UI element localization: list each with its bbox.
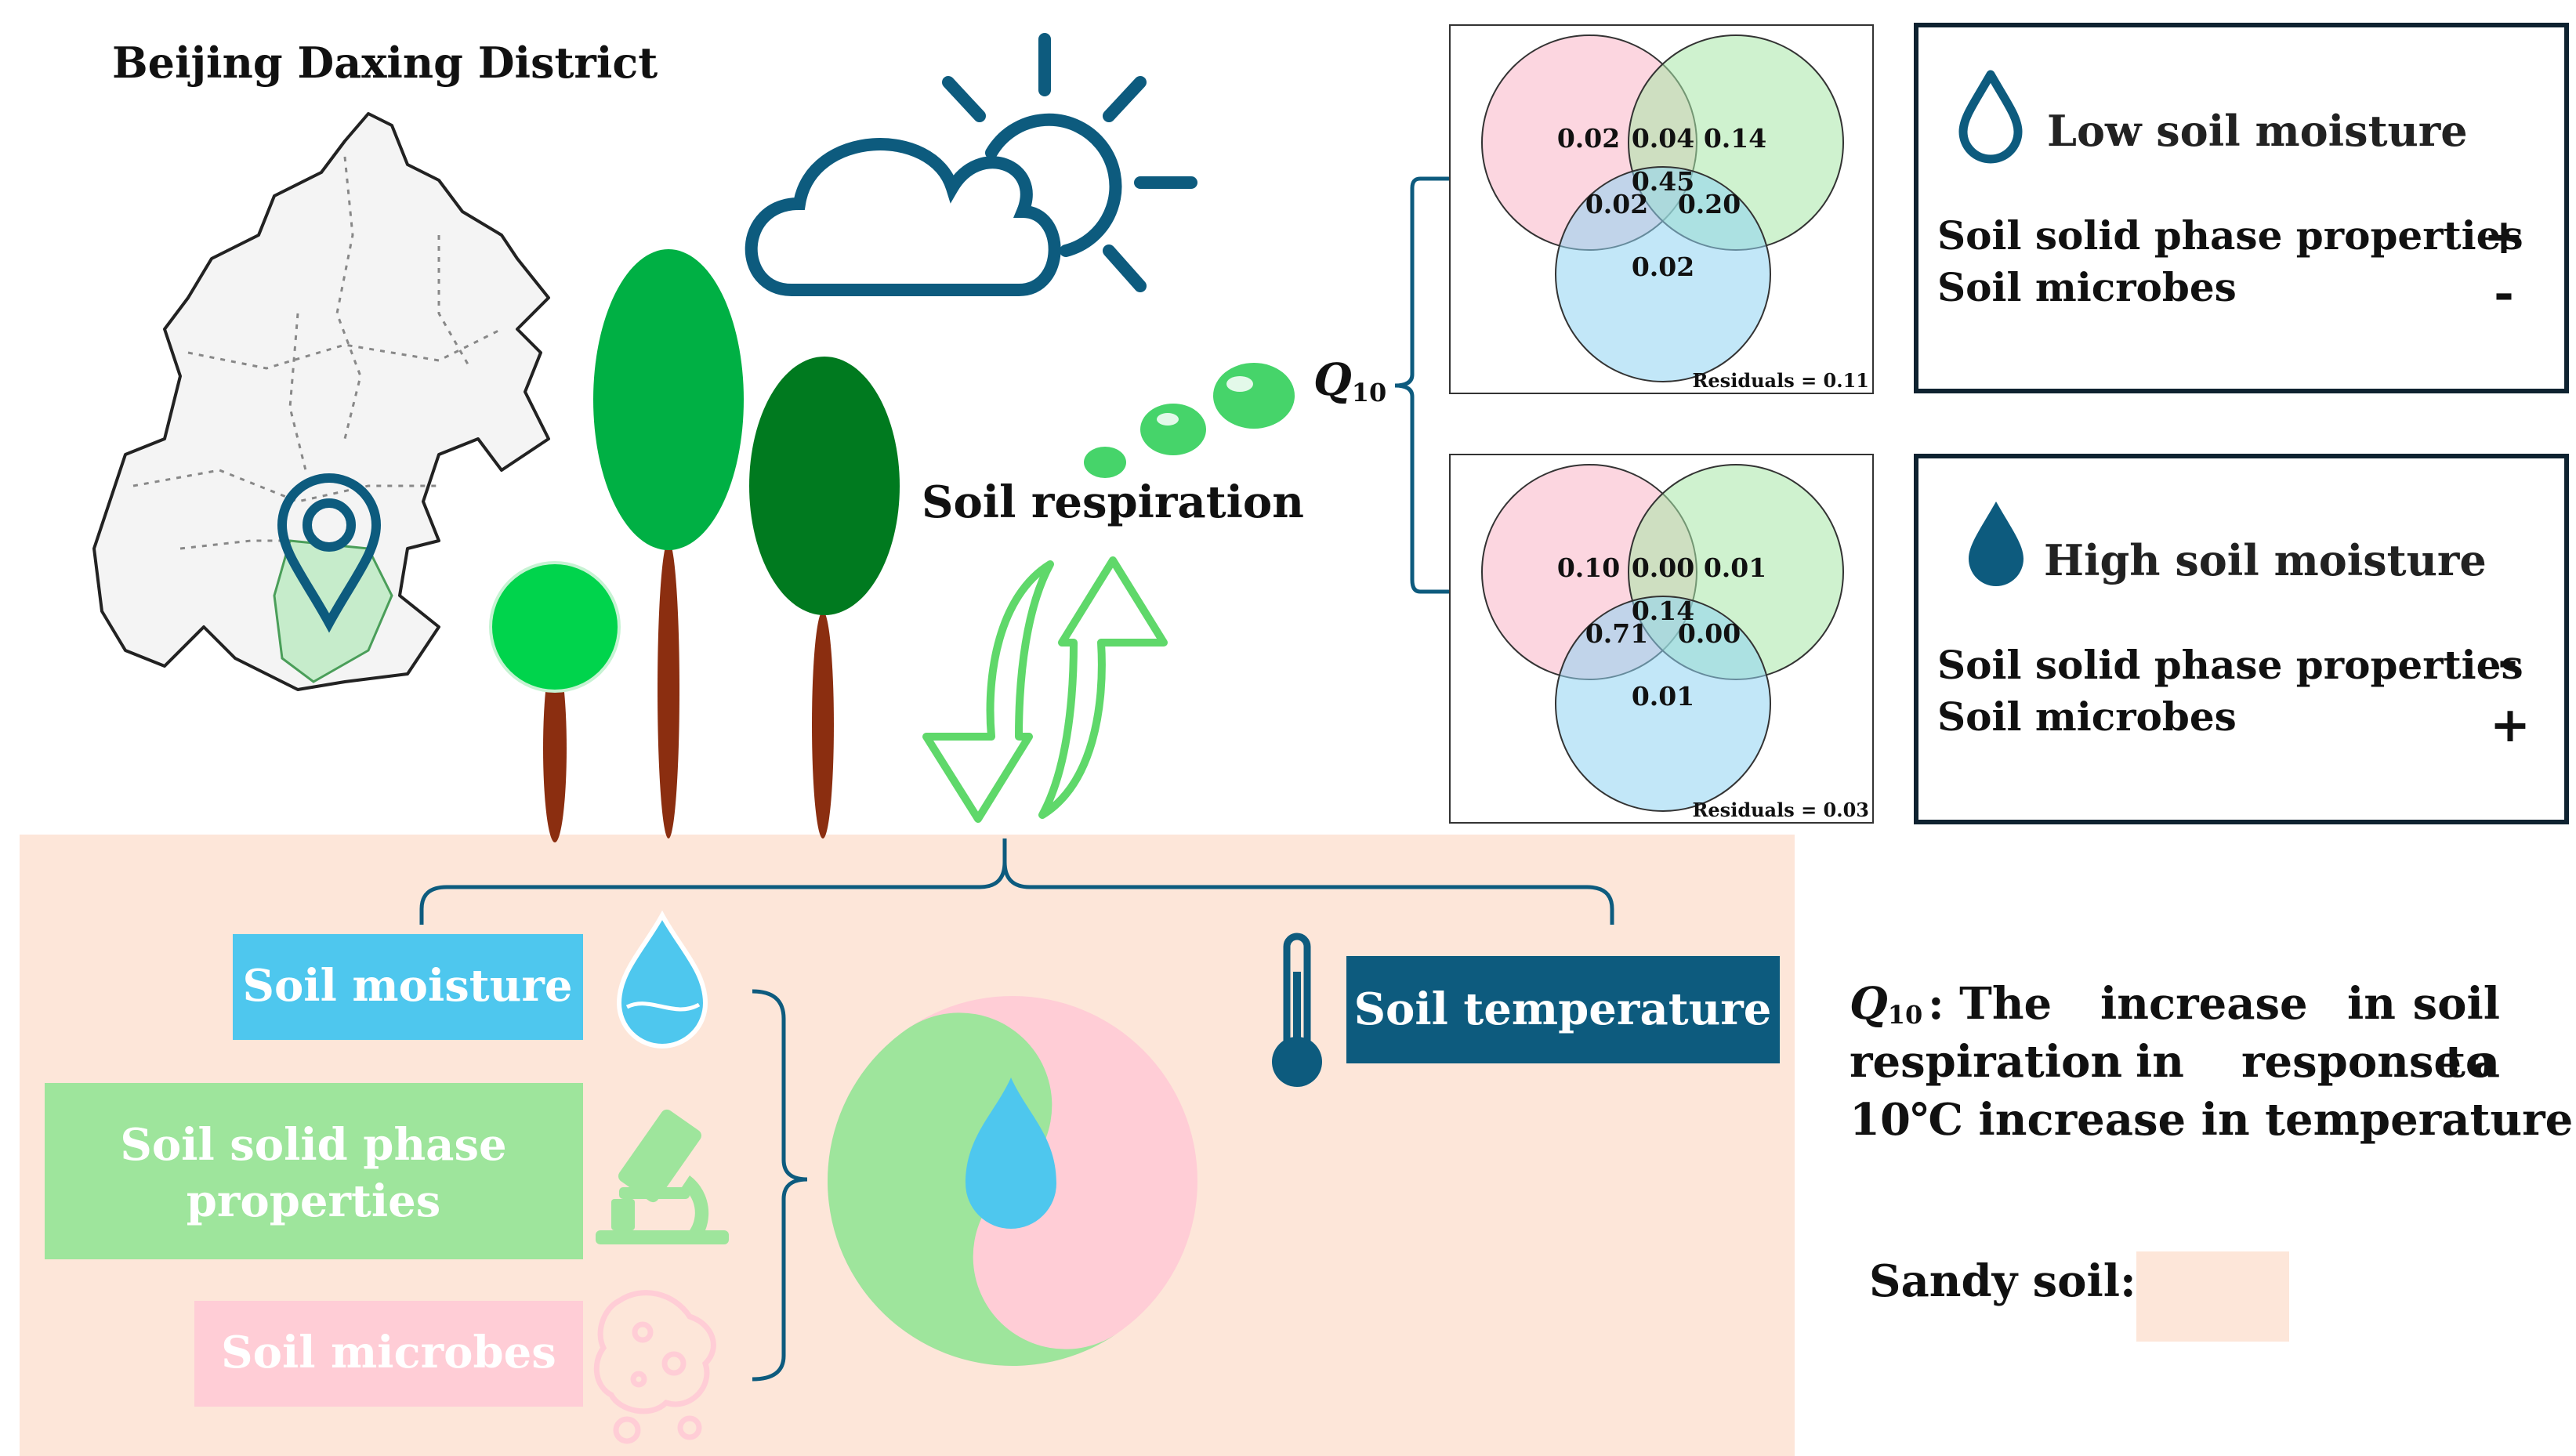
microbe-icon	[593, 1290, 716, 1444]
factor-soil-solid-phase: Soil solid phase properties	[45, 1083, 583, 1259]
factor-soil-microbes: Soil microbes	[194, 1301, 583, 1407]
factors-curly-brace	[752, 989, 808, 1382]
svg-text:Soil temperature: Soil temperature	[1354, 983, 1772, 1035]
venn-low-abc: 0.45	[1632, 166, 1694, 197]
svg-text:soil: soil	[2413, 978, 2500, 1030]
water-drop-filled-icon	[1969, 502, 2023, 586]
beijing-map	[92, 112, 550, 691]
trees	[489, 249, 900, 842]
sun-cloud-icon	[745, 33, 1197, 296]
center-water-drop-icon	[966, 1078, 1056, 1229]
panel-high-row2-label: Soil microbes	[1937, 694, 2237, 740]
panel-high-row1-sign: -	[2498, 632, 2518, 689]
svg-text:10℃ increase in temperature: 10℃ increase in temperature	[1850, 1094, 2573, 1146]
panel-low-row2-sign: -	[2494, 264, 2514, 321]
thermometer-icon	[1272, 933, 1322, 1087]
svg-text:Soil solid phase: Soil solid phase	[120, 1119, 506, 1171]
svg-text:Soil moisture: Soil moisture	[243, 960, 573, 1012]
venn-low-c: 0.02	[1632, 252, 1694, 282]
panel-low-moisture: Low soil moisture Soil solid phase prope…	[1914, 23, 2569, 393]
location-pin-icon	[277, 473, 382, 633]
panel-high-row1-label: Soil solid phase properties	[1937, 642, 2523, 688]
venn-high-bc: 0.00	[1678, 618, 1741, 649]
respiration-bubbles	[1084, 363, 1295, 478]
svg-text:Soil microbes: Soil microbes	[221, 1327, 556, 1378]
venn-low-a: 0.02	[1557, 123, 1620, 154]
factor-soil-temperature: Soil temperature	[1346, 956, 1780, 1063]
svg-text:: The: : The	[1928, 978, 2052, 1030]
svg-text:a: a	[2472, 1036, 2500, 1088]
svg-text:response: response	[2241, 1036, 2462, 1088]
q10-brace	[1394, 176, 1450, 594]
sandy-soil-swatch	[2136, 1251, 2289, 1342]
microscope-icon	[596, 1109, 729, 1244]
panel-low-title: Low soil moisture	[2047, 106, 2468, 156]
svg-text:to: to	[2445, 1036, 2494, 1088]
venn-low-bc: 0.20	[1678, 189, 1741, 219]
panel-high-moisture: High soil moisture Soil solid phase prop…	[1914, 454, 2569, 824]
yin-yang-symbol	[828, 996, 1197, 1366]
panel-low-row1-sign: +	[2484, 208, 2524, 265]
venn-high-c: 0.01	[1632, 681, 1694, 712]
venn-low-moisture: 0.02 0.04 0.14 0.45 0.02 0.20 0.02 Resid…	[1449, 24, 1874, 394]
venn-high-moisture: 0.10 0.00 0.01 0.14 0.71 0.00 0.01 Resid…	[1449, 454, 1874, 824]
panel-high-row2-sign: +	[2490, 696, 2531, 753]
panel-high-title: High soil moisture	[2044, 535, 2487, 585]
q10-definition: Q10 : The increase in soil respiration i…	[1850, 978, 2573, 1146]
venn-high-b: 0.01	[1704, 552, 1766, 583]
water-drop-outline-icon	[1958, 70, 2023, 164]
map-title: Beijing Daxing District	[112, 38, 658, 88]
venn-low-residuals: Residuals = 0.11	[1692, 369, 1869, 392]
venn-high-a: 0.10	[1557, 552, 1620, 583]
sandy-soil-legend: Sandy soil:	[1869, 1251, 2289, 1342]
svg-text:in: in	[2347, 978, 2396, 1030]
panel-low-row2-label: Soil microbes	[1937, 264, 2237, 310]
svg-text:increase: increase	[2100, 978, 2308, 1030]
svg-text:Sandy soil:: Sandy soil:	[1869, 1255, 2136, 1307]
soil-respiration-label: Soil respiration	[922, 476, 1304, 528]
venn-low-b: 0.14	[1704, 123, 1766, 154]
svg-text:Q10: Q10	[1850, 978, 1922, 1030]
factor-soil-moisture: Soil moisture	[233, 934, 583, 1040]
venn-high-ab: 0.00	[1632, 552, 1694, 583]
venn-high-residuals: Residuals = 0.03	[1692, 799, 1869, 821]
exchange-arrows	[922, 556, 1168, 823]
venn-high-abc: 0.14	[1632, 596, 1694, 626]
svg-text:in: in	[2136, 1036, 2184, 1088]
venn-low-ac: 0.02	[1585, 189, 1648, 219]
q10-label: Q10	[1313, 354, 1386, 407]
panel-low-row1-label: Soil solid phase properties	[1937, 212, 2523, 259]
svg-text:properties: properties	[187, 1175, 441, 1227]
venn-low-ab: 0.04	[1632, 123, 1694, 154]
venn-high-ac: 0.71	[1585, 618, 1648, 649]
factors-brace	[419, 838, 1614, 925]
svg-text:respiration: respiration	[1850, 1036, 2122, 1088]
water-drop-icon	[616, 910, 708, 1049]
